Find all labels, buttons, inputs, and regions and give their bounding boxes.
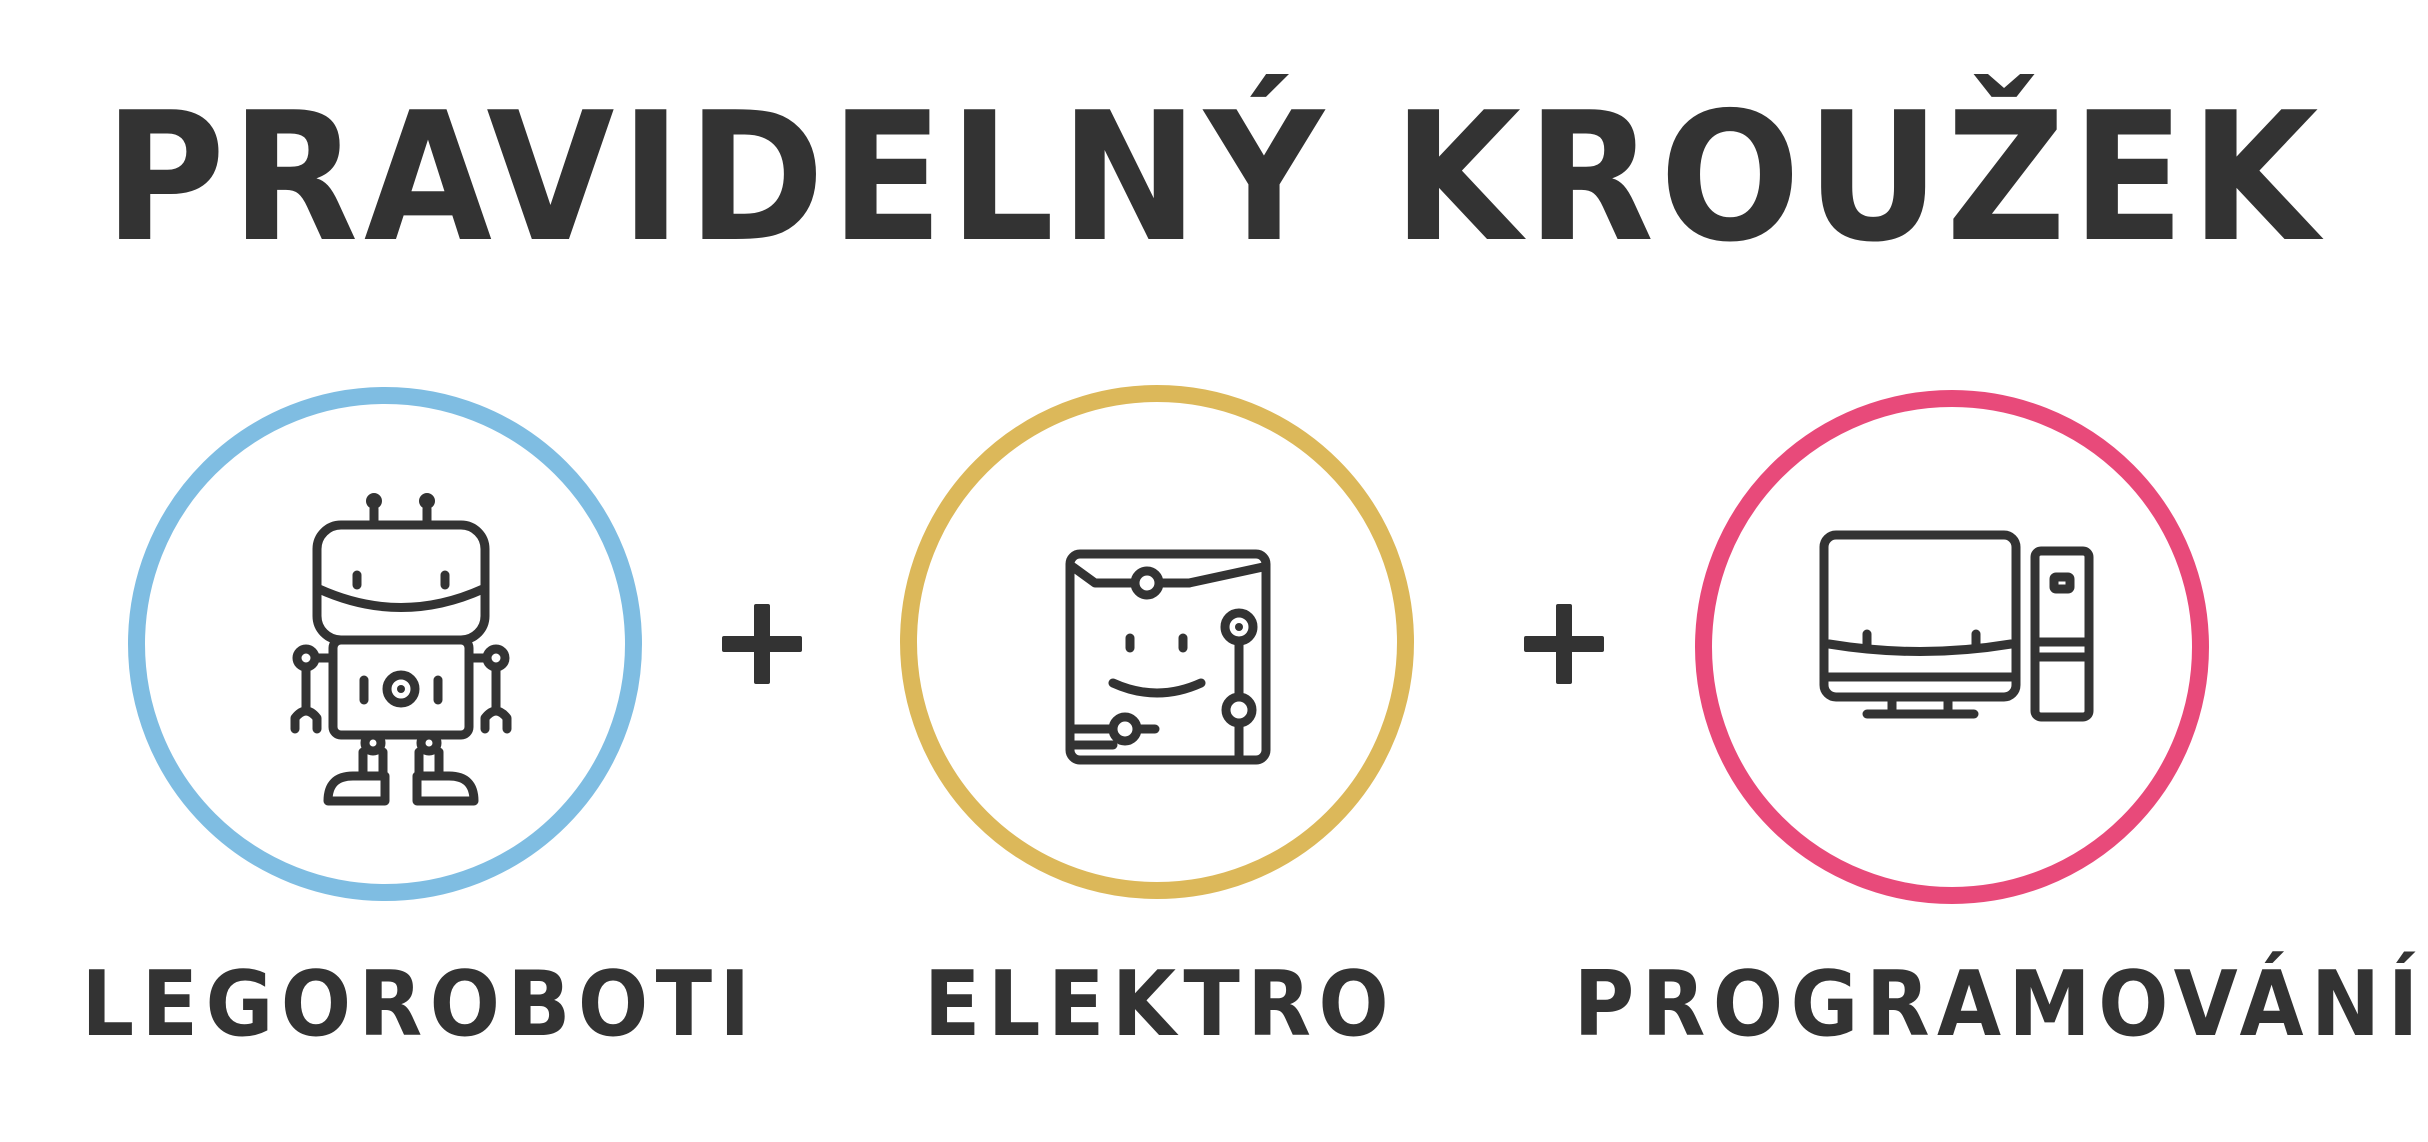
elektro-circle	[900, 385, 1414, 899]
circuit-board-icon	[1065, 549, 1271, 765]
page-title: PRAVIDELNÝ KROUŽEK	[103, 74, 2325, 281]
plus-icon	[722, 604, 802, 684]
legoroboti-label: LEGOROBOTI	[81, 952, 758, 1057]
plus-icon	[1524, 604, 1604, 684]
desktop-computer-icon	[1819, 530, 2094, 722]
programovani-label: PROGRAMOVÁNÍ	[1573, 952, 2426, 1057]
elektro-label: ELEKTRO	[923, 952, 1397, 1057]
robot-icon	[290, 493, 512, 806]
legoroboti-circle	[128, 387, 642, 901]
programovani-circle	[1695, 390, 2209, 904]
